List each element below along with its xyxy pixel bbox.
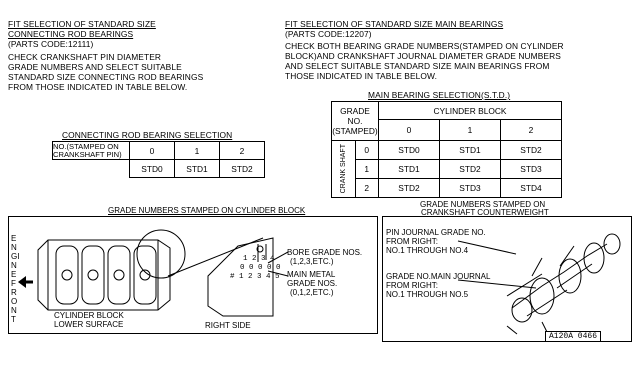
- std-cell: STD2: [219, 159, 265, 178]
- right-side-label: RIGHT SIDE: [205, 321, 251, 330]
- std-cell: STD4: [500, 178, 562, 198]
- header-line: NO.(STAMPED ON: [53, 141, 119, 151]
- table-row: NO.(STAMPED ON CRANKSHAFT PIN) 0 1 2: [52, 141, 265, 160]
- crank-label: CRANK SHAFT: [339, 144, 347, 194]
- grade-cell: 2: [354, 178, 379, 198]
- corner-line: (STAMPED): [332, 126, 378, 136]
- header-line: CRANKSHAFT PIN): [53, 149, 122, 159]
- std-cell: STD2: [378, 178, 440, 198]
- rod-table-header: NO.(STAMPED ON CRANKSHAFT PIN): [52, 141, 130, 160]
- std-cell: STD2: [500, 140, 562, 160]
- pin-journal-label: NO.1 THROUGH NO.4: [386, 246, 469, 255]
- crankshaft-diagram: [382, 216, 632, 342]
- left-diagram-caption: GRADE NUMBERS STAMPED ON CYLINDER BLOCK: [108, 206, 306, 215]
- bore-grade-label: (1,2,3,ETC.): [290, 257, 334, 266]
- std-cell: STD0: [378, 140, 440, 160]
- main-journal-label: NO.1 THROUGH NO.5: [386, 290, 469, 299]
- table-row: 0 1 2: [332, 119, 562, 141]
- table-row: 1 STD1 STD2 STD3: [332, 159, 562, 179]
- corner-line: GRADE NO.: [340, 106, 370, 126]
- grade-cell: 0: [378, 119, 440, 141]
- main-bearing-table: GRADE NO. (STAMPED) CYLINDER BLOCK 0 1 2…: [331, 101, 562, 198]
- pin-journal-label: PIN JOURNAL GRADE NO.: [386, 228, 486, 237]
- std-cell: STD3: [500, 159, 562, 179]
- main-parts-code: (PARTS CODE:12207): [285, 29, 372, 39]
- metal-grade-label: GRADE NOS.: [287, 279, 338, 288]
- table-row: GRADE NO. (STAMPED) CYLINDER BLOCK: [331, 101, 562, 141]
- grade-cell: 0: [354, 140, 379, 160]
- block-header: CYLINDER BLOCK: [378, 101, 562, 120]
- table-row: STD0 STD1 STD2: [52, 159, 265, 178]
- rod-title-line1: FIT SELECTION OF STANDARD SIZE: [8, 19, 156, 29]
- std-cell: STD0: [129, 159, 175, 178]
- grade-cell: 0: [129, 141, 175, 160]
- main-journal-label: GRADE NO.MAIN JOURNAL: [386, 272, 491, 281]
- grade-cell: 2: [219, 141, 265, 160]
- bore-grade-label: BORE GRADE NOS.: [287, 248, 363, 257]
- rod-instruction-line: FROM THOSE INDICATED IN TABLE BELOW.: [8, 82, 188, 92]
- std-cell: STD1: [439, 140, 501, 160]
- table-row: CRANK SHAFT 0 STD0 STD1 STD2: [331, 140, 562, 198]
- crankshaft-illustration: [457, 233, 621, 335]
- table-row: 2 STD2 STD3 STD4: [332, 178, 562, 198]
- cylinder-block-diagram: [8, 216, 378, 334]
- block-label-line: LOWER SURFACE: [54, 320, 124, 329]
- main-instruction-line: BLOCK)AND CRANKSHAFT JOURNAL DIAMETER GR…: [285, 51, 561, 61]
- rod-instruction-line: GRADE NUMBERS AND SELECT SUITABLE: [8, 62, 182, 72]
- engine-front-label: ENGINE FRONT: [11, 234, 20, 324]
- main-instruction-line: THOSE INDICATED IN TABLE BELOW.: [285, 71, 438, 81]
- bore-grade-stamp: 1 2 3 4: [243, 255, 275, 263]
- grade-cell: 1: [174, 141, 220, 160]
- metal-grade-label: (0,1,2,ETC.): [290, 288, 334, 297]
- grade-cell: 1: [354, 159, 379, 179]
- bore-grade-stamp: 0 0 0 0 0: [240, 264, 281, 272]
- rod-instruction-line: CHECK CRANKSHAFT PIN DIAMETER: [8, 52, 162, 62]
- std-cell: STD2: [439, 159, 501, 179]
- metal-grade-label: MAIN METAL: [287, 270, 336, 279]
- rod-table-title: CONNECTING ROD BEARING SELECTION: [62, 130, 233, 140]
- grade-cell: 1: [439, 119, 501, 141]
- rod-title-line2: CONNECTING ROD BEARINGS: [8, 29, 134, 39]
- main-table-title: MAIN BEARING SELECTION(S.T.D.): [368, 90, 511, 100]
- main-instruction-line: CHECK BOTH BEARING GRADE NUMBERS(STAMPED…: [285, 41, 564, 51]
- main-title: FIT SELECTION OF STANDARD SIZE MAIN BEAR…: [285, 19, 504, 29]
- figure-code: A120A 0466: [545, 331, 602, 342]
- rod-parts-code: (PARTS CODE:12111): [8, 39, 94, 49]
- main-journal-label: FROM RIGHT:: [386, 281, 438, 290]
- metal-grade-stamp: # 1 2 3 4 5: [230, 273, 280, 281]
- rod-instruction-line: STANDARD SIZE CONNECTING ROD BEARINGS: [8, 72, 204, 82]
- std-cell: STD1: [174, 159, 220, 178]
- rod-bearing-table: NO.(STAMPED ON CRANKSHAFT PIN) 0 1 2 STD…: [52, 141, 265, 178]
- std-cell: STD3: [439, 178, 501, 198]
- right-caption-line: GRADE NUMBERS STAMPED ON: [420, 200, 546, 209]
- main-instruction-line: AND SELECT SUITABLE STANDARD SIZE MAIN B…: [285, 61, 550, 71]
- std-cell: STD1: [378, 159, 440, 179]
- grade-cell: 2: [500, 119, 562, 141]
- right-caption-line: CRANKSHAFT COUNTERWEIGHT: [421, 208, 549, 217]
- block-label-line: CYLINDER BLOCK: [54, 311, 124, 320]
- cylinder-block-illustration: [18, 229, 289, 317]
- crank-label-cell: CRANK SHAFT: [331, 140, 356, 198]
- pin-journal-label: FROM RIGHT:: [386, 237, 438, 246]
- grade-corner: GRADE NO. (STAMPED): [331, 101, 379, 141]
